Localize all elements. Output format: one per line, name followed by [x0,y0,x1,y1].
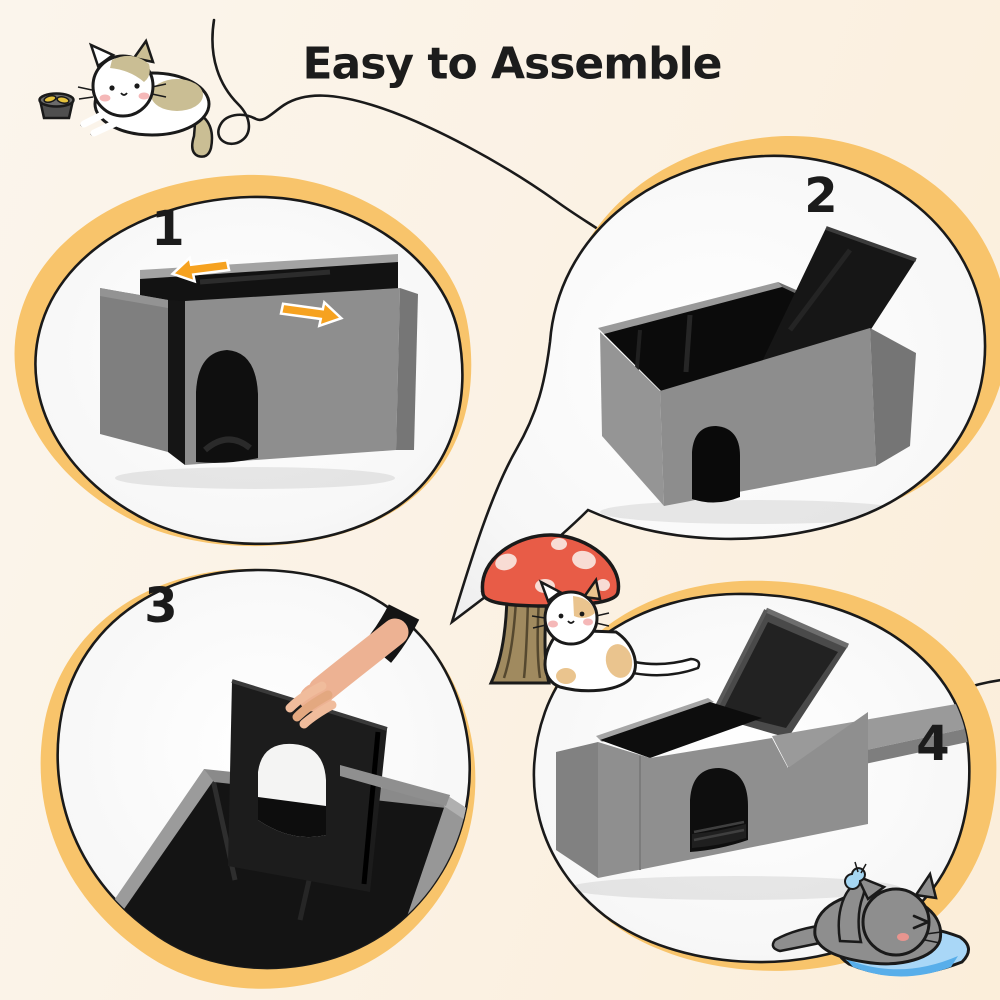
step-1-number: 1 [151,201,185,257]
step-2-product-image [598,226,917,524]
step-3-number: 3 [144,578,178,634]
butterfly-icon [844,861,867,890]
step-4-product-image [556,607,970,900]
hand-inserting-panel [285,604,420,729]
step-1-product-image [100,254,418,489]
sleeping-cat-on-pillow-illustration [771,861,970,977]
sitting-cat-illustration [531,576,701,693]
unfold-arrow-right-icon [279,299,344,328]
food-bowl-icon [38,92,75,120]
open-lid [710,607,850,738]
unfold-arrow-left-icon [170,255,231,284]
step-4-number: 4 [916,716,950,772]
cat-with-food-bowl-illustration [38,38,214,158]
step-2-number: 2 [804,168,838,224]
page-title: Easy to Assemble [302,38,722,90]
lying-cat-icon [77,38,214,158]
